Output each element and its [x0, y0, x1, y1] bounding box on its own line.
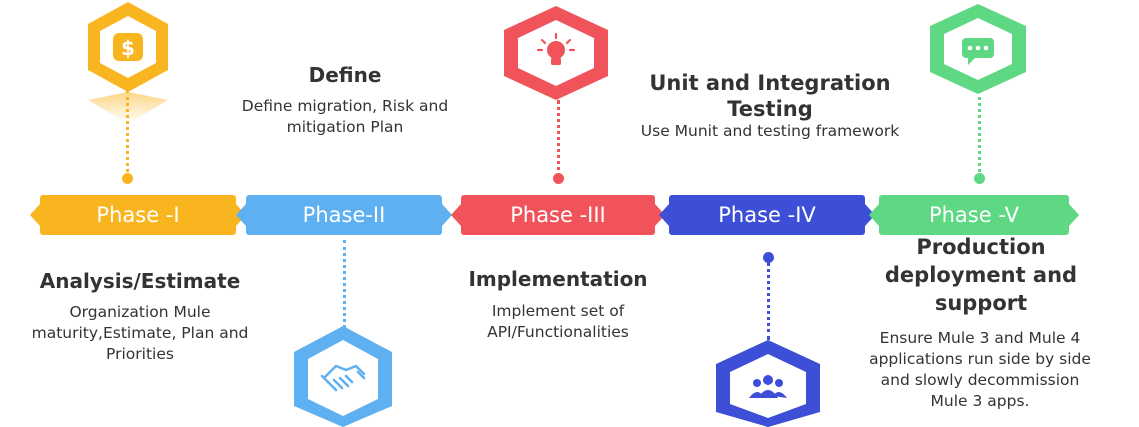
phase-1-title: Analysis/Estimate [39, 269, 241, 293]
phase-5-connector [978, 90, 981, 178]
phase-1-connector-dot [122, 173, 133, 184]
phase-3-connector-dot [553, 173, 564, 184]
phase-2-label: Phase-II [302, 203, 386, 227]
phase-4-title: Unit and Integration Testing [649, 71, 891, 121]
phase-5-banner: Phase -V [869, 195, 1079, 235]
phase-3-banner: Phase -III [451, 195, 665, 235]
phase-1-hexagon: $ [88, 2, 168, 124]
team-icon [749, 375, 787, 398]
phase-3-connector [557, 100, 560, 178]
phase-1-label: Phase -I [96, 203, 180, 227]
lightbulb-icon [536, 32, 576, 65]
phase-2-description: Define migration, Risk and mitigation Pl… [241, 97, 449, 136]
phase-1-description: Organization Mule maturity,Estimate, Pla… [31, 303, 249, 363]
phase-4-hexagon [716, 340, 820, 427]
phase-3-title: Implementation [468, 267, 648, 291]
phase-3-hexagon [504, 6, 608, 100]
phase-2-hexagon [294, 326, 392, 427]
chat-icon [962, 38, 994, 65]
phase-5-title: Production deployment and support [884, 235, 1078, 315]
phase-5-hexagon [930, 4, 1026, 94]
svg-text:$: $ [121, 36, 135, 60]
phase-4-connector-dot [763, 252, 774, 263]
phase-3-label: Phase -III [510, 203, 606, 227]
phase-2-connector [343, 240, 346, 328]
phase-4-label: Phase -IV [718, 203, 816, 227]
phase-5-label: Phase -V [928, 203, 1020, 227]
phase-5-description: Ensure Mule 3 and Mule 4 applications ru… [869, 329, 1091, 410]
phase-2-title: Define [308, 63, 382, 87]
phase-1-connector [126, 90, 129, 178]
phase-4-banner: Phase -IV [659, 195, 875, 235]
phase-3-description: Implement set of API/Functionalities [487, 302, 629, 341]
phase-2-banner: Phase-II [236, 195, 452, 235]
phase-5-connector-dot [974, 173, 985, 184]
dollar-icon: $ [113, 33, 143, 61]
phase-1-banner: Phase -I [30, 195, 246, 235]
handshake-icon [320, 364, 366, 392]
phase-4-description: Use Munit and testing framework [640, 122, 900, 140]
phase-4-connector [767, 262, 770, 340]
